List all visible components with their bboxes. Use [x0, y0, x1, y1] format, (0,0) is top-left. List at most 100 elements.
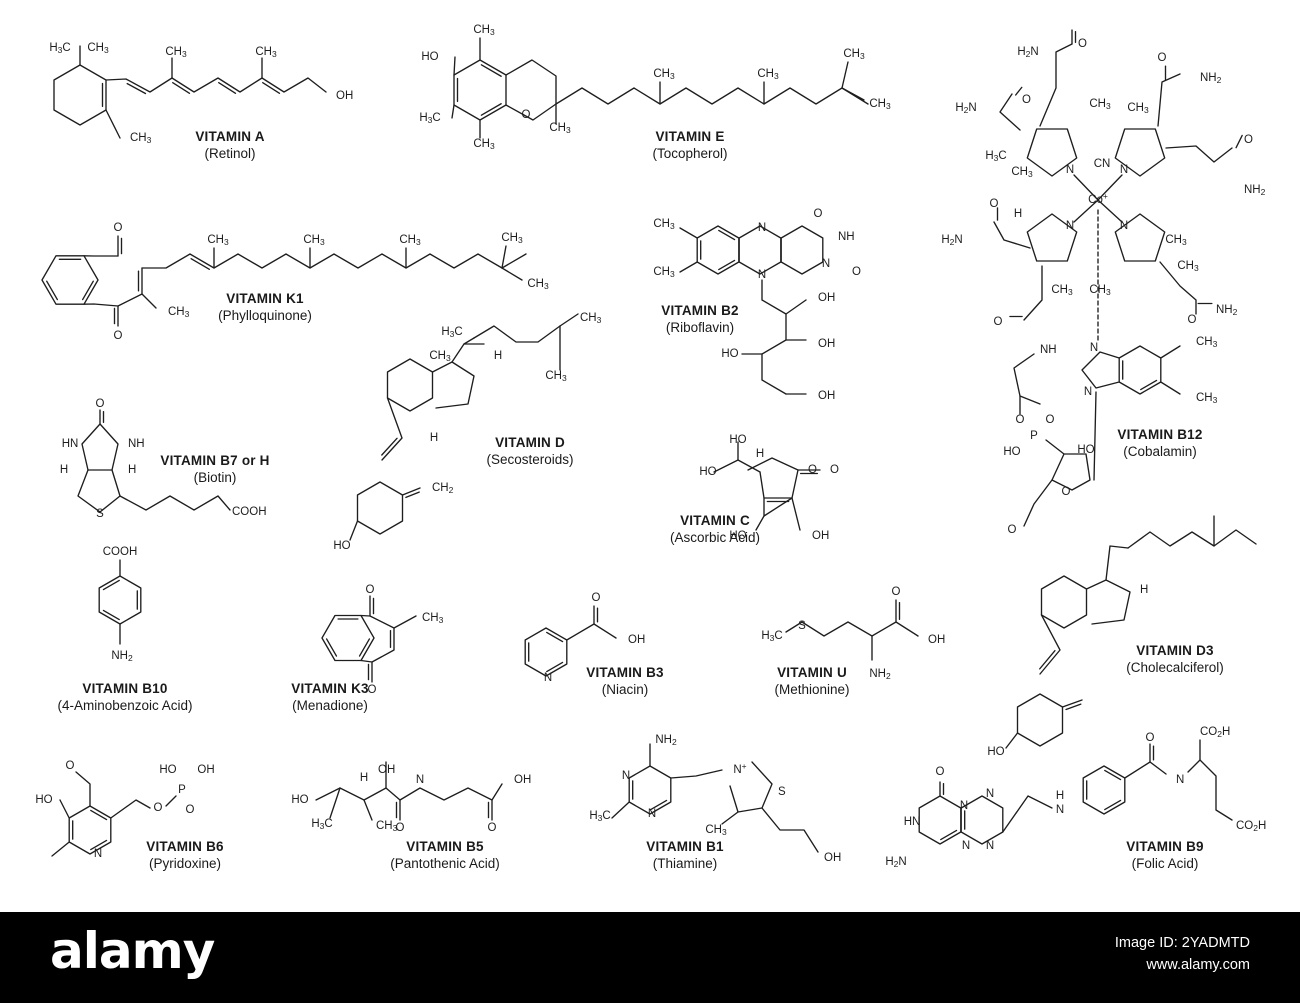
atom-label: O	[1158, 52, 1167, 64]
vitamin-k1-bond	[41, 255, 99, 305]
vitamin-b5-name: VITAMIN B5	[406, 839, 484, 854]
label-vitamin-k3: VITAMIN K3 (Menadione)	[270, 680, 390, 714]
vitamin-b12-bond	[1073, 174, 1099, 201]
vitamin-k1-bond	[141, 253, 527, 269]
atom-label: O	[114, 222, 123, 234]
vitamin-b12-bond	[1160, 381, 1181, 395]
label-vitamin-b1: VITAMIN B1 (Thiamine)	[630, 838, 740, 872]
atom-label: NH2	[1200, 72, 1222, 85]
atom-label: CH3	[1011, 166, 1033, 179]
vitamin-b1-name: VITAMIN B1	[646, 839, 724, 854]
vitamin-b10-double-bond	[102, 609, 120, 621]
atom-label: CH3	[653, 218, 675, 231]
vitamin-e-double-bond	[480, 64, 502, 77]
vitamin-e-double-bond	[480, 103, 502, 116]
atom-label: CH3	[653, 68, 675, 81]
atom-label: H	[494, 350, 502, 362]
vitamin-b5-bond	[315, 783, 503, 801]
vitamin-c-name: VITAMIN C	[680, 513, 750, 528]
atom-label: HO	[699, 466, 716, 478]
site-url: www.alamy.com	[1146, 957, 1250, 973]
vitamin-b6-bond	[75, 771, 91, 807]
vitamin-b9-sub: (Folic Acid)	[1131, 856, 1199, 871]
atom-label: O	[1016, 414, 1025, 426]
atom-label: CH3	[168, 306, 190, 319]
label-vitamin-c: VITAMIN C (Ascorbic Acid)	[650, 512, 780, 546]
vitamin-b12-bond	[1073, 199, 1099, 223]
vitamin-b9-bond	[1149, 761, 1167, 775]
atom-label: OH	[812, 530, 829, 542]
atom-label: N	[1056, 804, 1064, 816]
atom-label: O	[1146, 732, 1155, 744]
atom-label: O	[936, 766, 945, 778]
atom-label: CH3	[757, 68, 779, 81]
vitamin-b2-bond	[761, 279, 787, 395]
vitamin-b1-bond	[761, 807, 819, 853]
vitamin-d3-bond	[1016, 693, 1064, 747]
vitamin-b9-bond	[1187, 739, 1201, 773]
atom-label: N	[986, 840, 994, 852]
vitamin-d3-bond	[1085, 579, 1131, 625]
vitamin-b2-double-bond	[718, 229, 736, 241]
vitamin-d-sub: (Secosteroids)	[486, 452, 574, 467]
vitamin-b1-bond	[628, 765, 672, 815]
atom-label: HO	[333, 540, 350, 552]
atom-label: O	[990, 198, 999, 210]
vitamin-b10-sub: (4-Aminobenzoic Acid)	[57, 698, 193, 713]
atom-label: CH3	[473, 24, 495, 37]
atom-label: O	[830, 464, 839, 476]
vitamin-b9-bond	[960, 795, 1004, 845]
atom-label: COOH	[232, 506, 267, 518]
vitamin-k3-bond	[360, 614, 395, 663]
atom-label: CH3	[545, 370, 567, 383]
vitamin-b12-double-bond	[1140, 379, 1158, 391]
vitamin-b12-bond	[1114, 128, 1166, 177]
atom-label: H	[1014, 208, 1022, 220]
vitamin-b9-double-bond	[940, 829, 958, 841]
atom-label: O	[1046, 414, 1055, 426]
atom-label: N	[758, 269, 766, 281]
atom-label: CN	[1094, 158, 1111, 170]
atom-label: CO2H	[1236, 820, 1266, 833]
vitamin-d3-name: VITAMIN D3	[1136, 643, 1214, 658]
vitamin-b3-bond	[566, 623, 617, 641]
vitamin-e-name: VITAMIN E	[655, 129, 725, 144]
vitamin-d-bond	[559, 313, 579, 327]
vitamin-d3-sub: (Cholecalciferol)	[1126, 660, 1224, 675]
atom-label: HO	[721, 348, 738, 360]
atom-label: HO	[1077, 444, 1094, 456]
vitamin-b6-bond	[110, 799, 151, 819]
vitamin-c-bond	[747, 457, 799, 499]
label-vitamin-b9: VITAMIN B9 (Folic Acid)	[1105, 838, 1225, 872]
atom-label: OH	[197, 764, 214, 776]
atom-label: HO	[729, 530, 746, 542]
atom-label: CH3	[580, 312, 602, 325]
atom-label: O	[96, 398, 105, 410]
atom-label: N	[1084, 386, 1092, 398]
atom-label: H3C	[49, 42, 70, 55]
atom-label: COOH	[103, 546, 138, 558]
atom-label: CH3	[501, 232, 523, 245]
atom-label: HO	[421, 51, 438, 63]
vitamin-b12-bond	[1097, 174, 1123, 201]
vitamin-d-bond	[381, 397, 403, 461]
vitamin-b1-bond	[721, 811, 739, 825]
vitamin-d3-double-bond	[1039, 649, 1056, 670]
atom-label: NH2	[1244, 184, 1266, 197]
vitamin-b2-name: VITAMIN B2	[661, 303, 739, 318]
vitamin-d-name: VITAMIN D	[495, 435, 565, 450]
vitamin-b10-name: VITAMIN B10	[82, 681, 168, 696]
vitamin-b6-double-bond	[90, 809, 108, 821]
label-vitamin-b5: VITAMIN B5 (Pantothenic Acid)	[365, 838, 525, 872]
atom-label: HO	[159, 764, 176, 776]
atom-label: CH3	[1177, 260, 1199, 273]
atom-label: CH3	[549, 122, 571, 135]
vitamin-b1-sub: (Thiamine)	[652, 856, 718, 871]
vitamin-a-name: VITAMIN A	[195, 129, 265, 144]
atom-label: N	[986, 788, 994, 800]
label-vitamin-a: VITAMIN A (Retinol)	[160, 128, 300, 162]
atom-label: N	[962, 840, 970, 852]
atom-label: CH3	[1196, 336, 1218, 349]
vitamin-b6-bond	[51, 841, 70, 857]
